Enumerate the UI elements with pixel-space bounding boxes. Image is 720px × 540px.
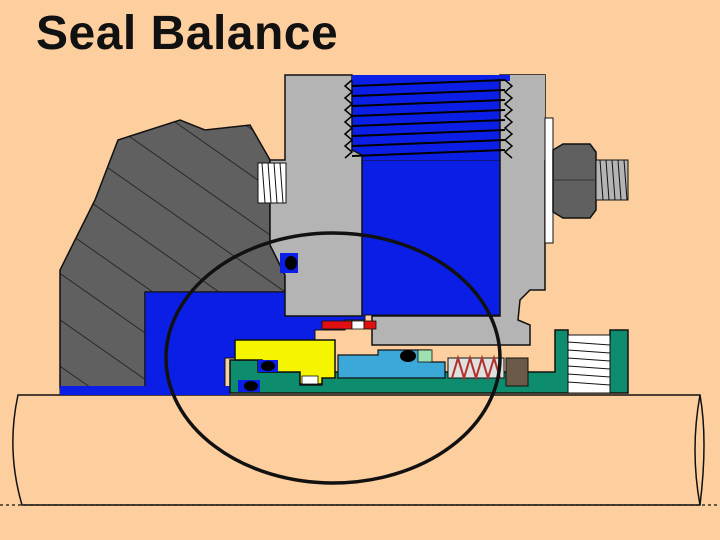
- seal-face: [234, 339, 336, 385]
- gland-o-ring: [280, 253, 298, 273]
- housing-stud: [257, 162, 287, 204]
- gland-nut: [552, 143, 629, 219]
- shaft: [0, 394, 720, 506]
- spring: [447, 354, 529, 387]
- balance-area-circle: [164, 231, 502, 485]
- slide-title: Seal Balance: [36, 7, 339, 60]
- gland-bolt: [343, 75, 514, 159]
- sleeve-o-rings: [238, 350, 416, 392]
- stationary-seat: [321, 320, 377, 330]
- rotating-face-carrier: [337, 349, 446, 379]
